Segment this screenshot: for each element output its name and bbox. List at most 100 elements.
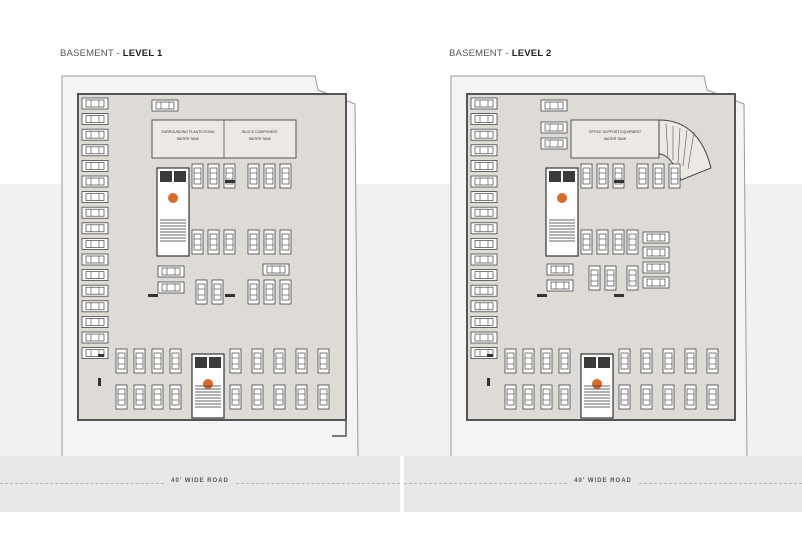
parking-bay	[279, 279, 292, 305]
shaft-sublabel: WATER TANK	[249, 137, 272, 141]
car-icon	[281, 233, 290, 251]
stair-marker-icon	[203, 379, 213, 389]
car-icon	[281, 283, 290, 301]
parking-bay	[642, 231, 670, 244]
shaft-label: SURROUNDING PLANTS ROOM	[162, 130, 215, 134]
parking-bay	[558, 348, 571, 374]
car-icon	[474, 177, 494, 186]
road-strip-right: 40' WIDE ROAD	[404, 456, 802, 512]
car-icon	[319, 352, 328, 370]
parking-bay	[522, 384, 535, 410]
car-icon	[686, 352, 695, 370]
parking-bay	[470, 300, 498, 313]
car-icon	[213, 283, 222, 301]
car-icon	[249, 233, 258, 251]
parking-bay	[470, 206, 498, 219]
ramp-line	[677, 127, 681, 164]
parking-bay	[223, 229, 236, 255]
parking-bay	[596, 163, 609, 189]
car-icon	[582, 167, 591, 185]
car-icon	[646, 263, 666, 272]
car-icon	[249, 283, 258, 301]
car-icon	[474, 286, 494, 295]
car-icon	[193, 233, 202, 251]
stair-marker-icon	[168, 193, 178, 203]
car-icon	[193, 167, 202, 185]
car-icon	[135, 352, 144, 370]
car-icon	[544, 139, 564, 148]
parking-bay	[470, 253, 498, 266]
car-icon	[474, 333, 494, 342]
parking-bay	[580, 229, 593, 255]
shaft-label: BLOCK COMPONENT	[242, 130, 278, 134]
parking-bay	[81, 269, 109, 282]
ramp-line	[687, 131, 695, 170]
parking-bay	[540, 99, 568, 112]
lift-car	[209, 357, 221, 368]
car-icon	[474, 224, 494, 233]
ramp-edge	[332, 420, 347, 437]
parking-bay	[558, 384, 571, 410]
parking-bay	[642, 276, 670, 289]
parking-bay	[115, 348, 128, 374]
parking-bay	[596, 229, 609, 255]
car-icon	[590, 269, 599, 287]
car-icon	[628, 269, 637, 287]
parking-bay	[626, 265, 639, 291]
parking-bay	[81, 222, 109, 235]
parking-bay	[470, 175, 498, 188]
car-icon	[646, 233, 666, 242]
car-icon	[85, 193, 105, 201]
parking-bay	[470, 269, 498, 282]
parking-bay	[81, 331, 109, 344]
parking-bay	[706, 348, 719, 374]
stair-marker-icon	[557, 193, 567, 203]
car-icon	[265, 167, 274, 185]
parking-bay	[247, 279, 260, 305]
car-icon	[606, 269, 615, 287]
car-icon	[85, 302, 105, 311]
parking-bay	[247, 229, 260, 255]
parking-bay	[470, 347, 498, 360]
car-icon	[85, 333, 105, 342]
car-icon	[117, 352, 126, 370]
car-icon	[135, 388, 144, 406]
parking-bay	[195, 279, 208, 305]
parking-bay	[470, 128, 498, 141]
parking-bay	[263, 229, 276, 255]
car-icon	[85, 318, 105, 326]
car-icon	[297, 352, 306, 370]
car-icon	[550, 281, 570, 290]
car-icon	[598, 167, 607, 185]
ramp-line	[665, 123, 669, 158]
parking-bay	[133, 384, 146, 410]
parking-bay	[580, 163, 593, 189]
parking-bay	[157, 281, 185, 294]
lift-car	[563, 171, 575, 182]
car-icon	[85, 130, 105, 139]
car-icon	[560, 352, 569, 370]
lift-car	[549, 171, 561, 182]
car-icon	[319, 388, 328, 406]
car-icon	[249, 167, 258, 185]
car-icon	[253, 388, 262, 406]
parking-bay	[662, 348, 675, 374]
parking-bay	[470, 191, 498, 203]
parking-bay	[612, 163, 625, 189]
wall-stub	[225, 180, 235, 183]
parking-bay	[81, 237, 109, 250]
car-icon	[171, 388, 180, 406]
car-icon	[265, 283, 274, 301]
car-icon	[225, 233, 234, 251]
car-icon	[225, 167, 234, 185]
ramp-line	[682, 129, 688, 167]
parking-bay	[470, 237, 498, 250]
parking-bay	[263, 163, 276, 189]
parking-bay	[546, 279, 574, 292]
wall-stub	[225, 294, 235, 297]
parking-bay	[223, 163, 236, 189]
road-label: 40' WIDE ROAD	[404, 478, 802, 484]
car-icon	[550, 265, 570, 274]
road-divider	[400, 456, 404, 512]
